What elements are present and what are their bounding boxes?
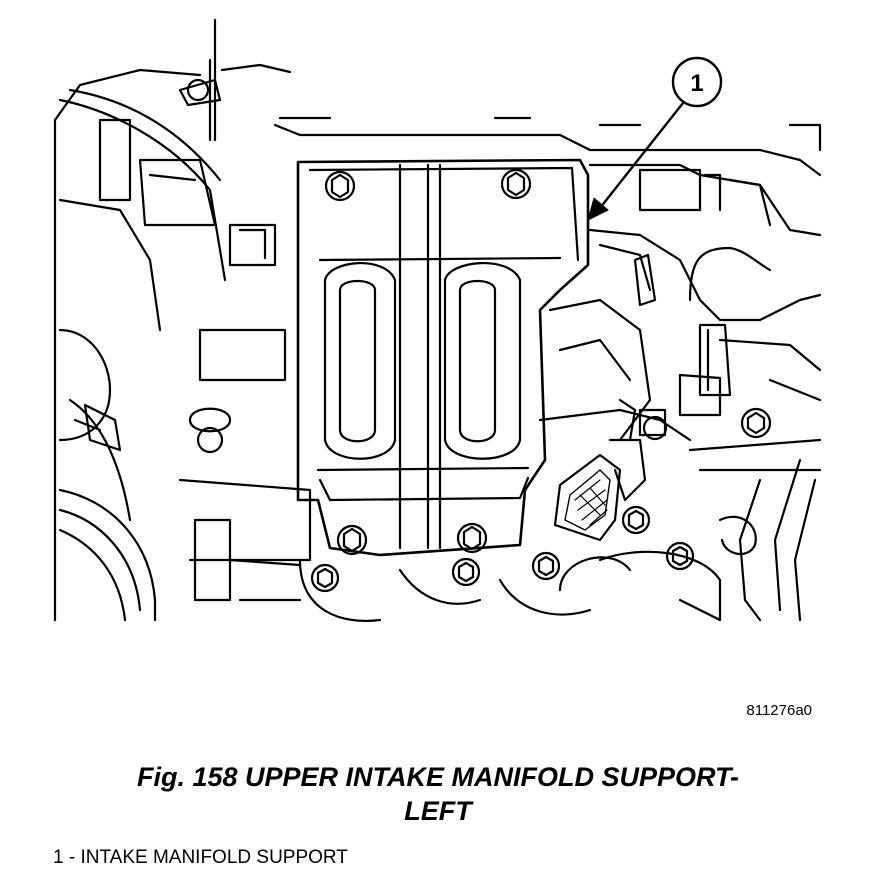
right-engine-components [538, 228, 822, 622]
caption-line-2: LEFT [404, 796, 472, 826]
callout-marker-1: 1 [671, 56, 723, 108]
figure-caption: Fig. 158 UPPER INTAKE MANIFOLD SUPPORT- … [40, 760, 836, 828]
left-engine-components [53, 58, 312, 622]
callout-leader [587, 101, 685, 221]
intake-manifold-support [296, 158, 590, 557]
engine-illustration: 1 [53, 18, 822, 622]
callout-number: 1 [690, 70, 703, 97]
upper-engine-components [213, 18, 822, 237]
figure-code: 811276a0 [746, 702, 812, 719]
wiring-connector [553, 398, 647, 542]
bolts [186, 78, 695, 593]
caption-line-1: Fig. 158 UPPER INTAKE MANIFOLD SUPPORT- [136, 762, 740, 792]
legend-item: 1 - INTAKE MANIFOLD SUPPORT [53, 847, 348, 868]
lower-block [228, 558, 592, 622]
